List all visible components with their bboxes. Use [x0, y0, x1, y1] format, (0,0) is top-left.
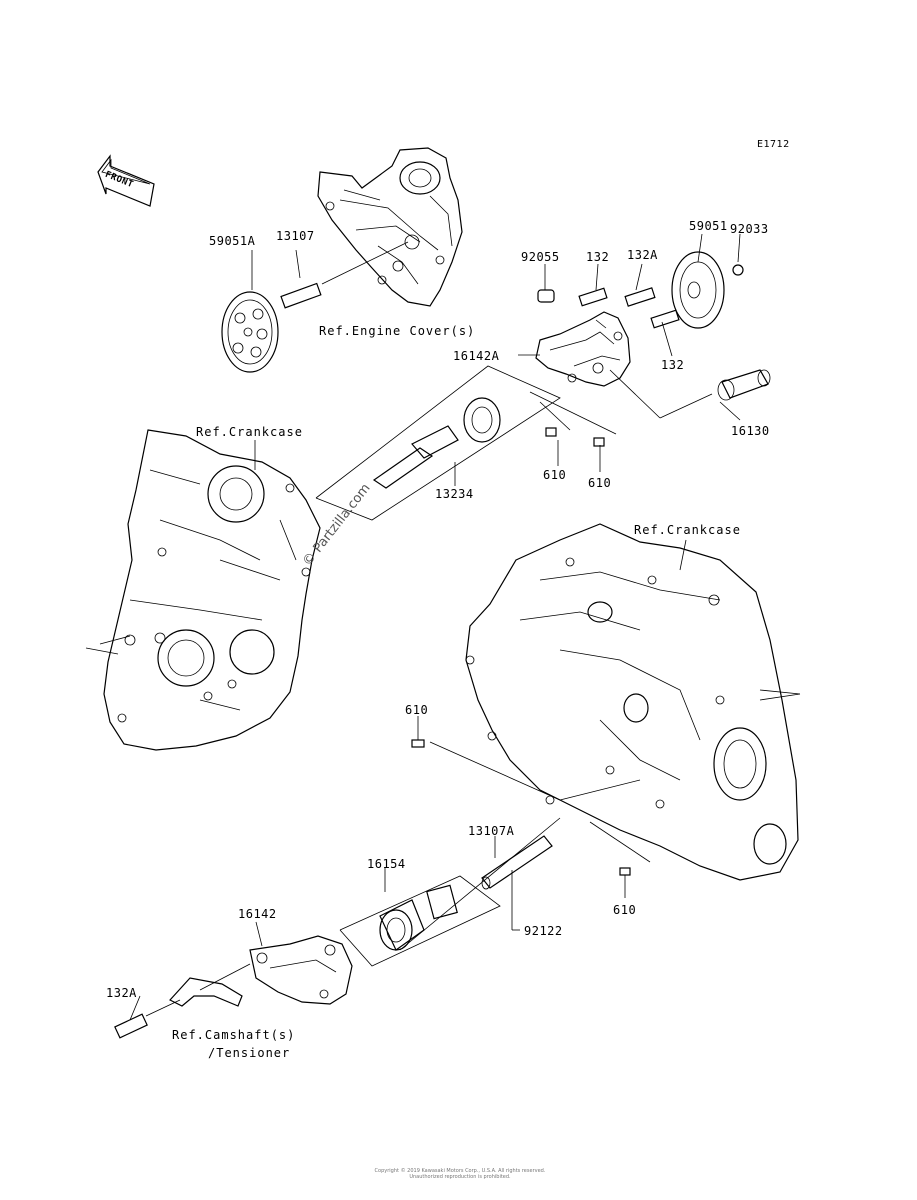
shaft-13107-drawing	[280, 282, 322, 309]
engine-cover-drawing	[317, 147, 463, 307]
part-label-92033[interactable]: 92033	[730, 222, 769, 236]
part-label-13107A[interactable]: 13107A	[468, 824, 515, 838]
part-label-59051[interactable]: 59051	[689, 219, 728, 233]
part-label-610-a[interactable]: 610	[543, 468, 567, 482]
footer-line-1: Copyright © 2019 Kawasaki Motors Corp., …	[374, 1168, 546, 1174]
oil-pump-16142-drawing	[249, 935, 353, 1005]
part-label-132-top[interactable]: 132	[586, 250, 610, 264]
part-label-92055[interactable]: 92055	[521, 250, 560, 264]
part-label-132A-bottom[interactable]: 132A	[106, 986, 137, 1000]
front-arrow-icon	[97, 154, 155, 207]
crankcase-left-drawing	[103, 429, 321, 751]
part-label-610-c[interactable]: 610	[405, 703, 429, 717]
footer-line-2: Unauthorized reproduction is prohibited.	[409, 1174, 511, 1180]
footer-copyright: Copyright © 2019 Kawasaki Motors Corp., …	[300, 1168, 620, 1180]
part-label-13234[interactable]: 13234	[435, 487, 474, 501]
part-label-610-b[interactable]: 610	[588, 476, 612, 490]
ref-label-engine-cover: Ref.Engine Cover(s)	[319, 324, 476, 338]
dowel-pins-drawing	[411, 739, 631, 876]
rotor-16154-drawing	[379, 884, 458, 951]
ref-label-crankcase-left: Ref.Crankcase	[196, 425, 303, 439]
part-label-610-d[interactable]: 610	[613, 903, 637, 917]
collar-16130-drawing	[717, 369, 771, 401]
part-label-16142[interactable]: 16142	[238, 907, 277, 921]
part-label-132-mid[interactable]: 132	[661, 358, 685, 372]
bolts-drawing	[114, 287, 680, 1039]
rotor-13234-drawing	[372, 397, 605, 489]
ref-label-camshaft: Ref.Camshaft(s)	[172, 1028, 296, 1042]
part-label-16142A[interactable]: 16142A	[453, 349, 500, 363]
part-label-92122[interactable]: 92122	[524, 924, 563, 938]
part-label-59051A[interactable]: 59051A	[209, 234, 256, 248]
part-label-16154[interactable]: 16154	[367, 857, 406, 871]
sprocket-59051A-drawing	[221, 291, 279, 373]
oil-pump-16142A-drawing	[535, 311, 631, 387]
crankcase-right-drawing	[465, 523, 799, 881]
part-label-13107[interactable]: 13107	[276, 229, 315, 243]
sprocket-59051-drawing	[671, 251, 744, 329]
diagram-code: E1712	[757, 139, 790, 150]
part-label-132A-top[interactable]: 132A	[627, 248, 658, 262]
part-label-16130[interactable]: 16130	[731, 424, 770, 438]
leader-lines	[85, 233, 801, 1021]
ref-label-crankcase-right: Ref.Crankcase	[634, 523, 741, 537]
ref-label-tensioner: /Tensioner	[208, 1046, 291, 1060]
camshaft-bracket-drawing	[169, 977, 243, 1007]
shaft-13107A-drawing	[481, 835, 553, 890]
